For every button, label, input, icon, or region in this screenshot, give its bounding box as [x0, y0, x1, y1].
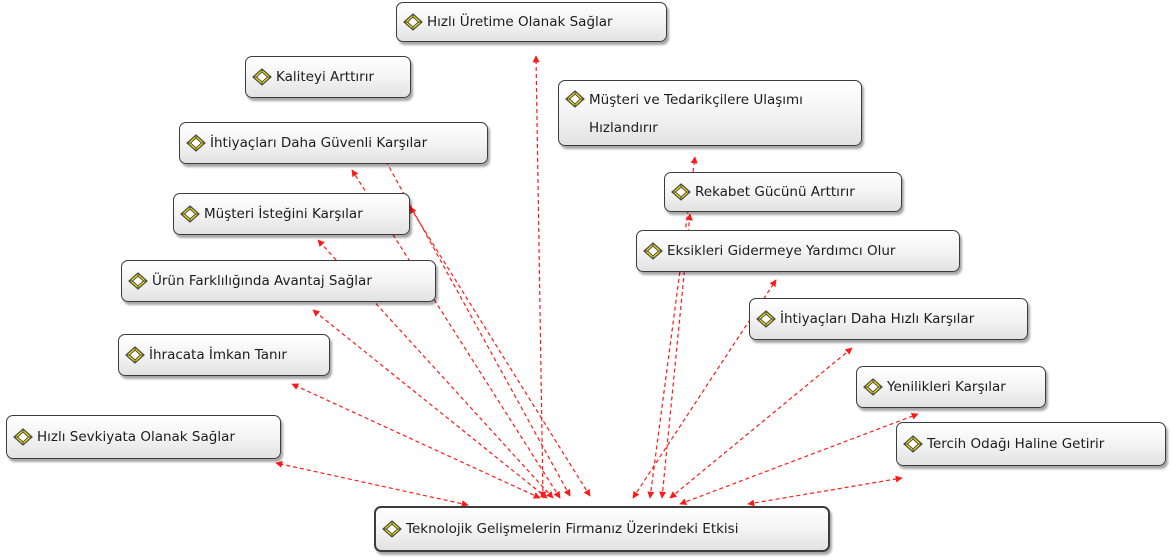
central-node[interactable]: Teknolojik Gelişmelerin Firmanız Üzerind…: [374, 506, 830, 552]
node-label: Tercih Odağı Haline Getirir: [927, 436, 1105, 452]
node-hizli-uretime[interactable]: Hızlı Üretime Olanak Sağlar: [396, 2, 667, 42]
node-label: İhracata İmkan Tanır: [149, 347, 287, 363]
connection-arrow: [381, 153, 571, 497]
concept-node-icon: [671, 183, 691, 201]
node-rekabet-gucu[interactable]: Rekabet Gücünü Arttırır: [664, 172, 902, 212]
node-ihracata-imkan[interactable]: İhracata İmkan Tanır: [118, 334, 330, 376]
node-tercih-odagi[interactable]: Tercih Odağı Haline Getirir: [896, 422, 1166, 466]
connection-arrow: [312, 309, 548, 499]
concept-node-icon: [756, 310, 776, 328]
concept-node-icon: [565, 90, 585, 108]
node-label: Hızlı Sevkiyata Olanak Sağlar: [37, 429, 235, 445]
node-label: Rekabet Gücünü Arttırır: [695, 184, 855, 200]
node-label: Müşteri ve Tedarikçilere Ulaşımı Hızland…: [589, 92, 803, 136]
node-label: Müşteri İsteğini Karşılar: [204, 206, 363, 222]
node-label: Kaliteyi Arttırır: [276, 69, 374, 85]
connection-arrow: [669, 347, 853, 499]
node-hizli-sevkiyat[interactable]: Hızlı Sevkiyata Olanak Sağlar: [6, 415, 281, 459]
node-label: Yenilikleri Karşılar: [887, 379, 1006, 395]
node-label: Ürün Farklılığında Avantaj Sağlar: [152, 273, 372, 289]
node-label: Hızlı Üretime Olanak Sağlar: [427, 14, 613, 30]
node-label: İhtiyaçları Daha Güvenli Karşılar: [210, 135, 428, 151]
concept-node-icon: [403, 13, 423, 31]
node-label: İhtiyaçları Daha Hızlı Karşılar: [780, 311, 975, 327]
concept-node-icon: [13, 428, 33, 446]
concept-node-icon: [128, 272, 148, 290]
connection-arrow: [679, 412, 919, 506]
concept-node-icon: [643, 242, 663, 260]
connection-arrow: [275, 460, 469, 508]
node-label: Eksikleri Gidermeye Yardımcı Olur: [667, 243, 896, 259]
node-yenilikleri-karsilar[interactable]: Yenilikleri Karşılar: [856, 366, 1046, 408]
concept-node-icon: [125, 346, 145, 364]
node-kaliteyi-arttirir[interactable]: Kaliteyi Arttırır: [245, 56, 411, 98]
concept-node-icon: [382, 520, 402, 538]
node-musteri-istegi[interactable]: Müşteri İsteğini Karşılar: [173, 193, 410, 235]
concept-node-icon: [252, 68, 272, 86]
node-eksikleri-gidermeye[interactable]: Eksikleri Gidermeye Yardımcı Olur: [636, 230, 960, 272]
node-urun-farkliligi[interactable]: Ürün Farklılığında Avantaj Sağlar: [121, 260, 436, 302]
connection-arrow: [291, 383, 541, 499]
connection-arrow: [409, 206, 591, 497]
connection-arrow: [659, 213, 693, 499]
concept-node-icon: [903, 435, 923, 453]
node-ihtiyaclari-guvenli[interactable]: İhtiyaçları Daha Güvenli Karşılar: [179, 122, 488, 164]
connection-arrow: [532, 55, 547, 499]
concept-node-icon: [180, 205, 200, 223]
concept-node-icon: [863, 378, 883, 396]
node-musteri-tedarikci[interactable]: Müşteri ve Tedarikçilere Ulaşımı Hızland…: [558, 80, 862, 146]
node-ihtiyaclari-hizli[interactable]: İhtiyaçları Daha Hızlı Karşılar: [749, 298, 1028, 340]
central-node-label: Teknolojik Gelişmelerin Firmanız Üzerind…: [406, 521, 739, 537]
concept-node-icon: [186, 134, 206, 152]
connection-arrow: [747, 475, 903, 507]
